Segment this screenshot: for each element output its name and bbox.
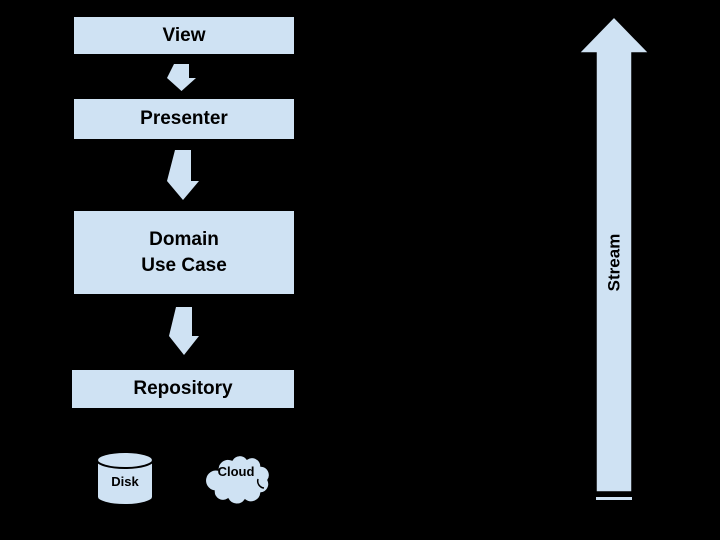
- down-arrow-icon: [169, 307, 199, 355]
- domain-use-case-box-label: Domain Use Case: [141, 228, 227, 276]
- presenter-box-label: Presenter: [140, 108, 228, 129]
- cloud-icon: [206, 454, 271, 505]
- down-arrow-icon: [167, 64, 196, 91]
- domain-use-case-box: Domain Use Case: [73, 210, 295, 295]
- repository-box: Repository: [71, 369, 295, 409]
- cloud-label: Cloud: [217, 464, 255, 479]
- stream-base-line: [595, 496, 633, 501]
- stream-label: Stream: [604, 233, 623, 292]
- stream-up-arrow-icon: [579, 17, 649, 493]
- disk-label: Disk: [111, 474, 139, 489]
- presenter-box: Presenter: [73, 98, 295, 140]
- disk-cylinder-icon: [96, 451, 154, 506]
- view-box: View: [73, 16, 295, 55]
- repository-box-label: Repository: [133, 378, 233, 399]
- down-arrow-icon: [167, 150, 199, 200]
- view-box-label: View: [162, 24, 206, 46]
